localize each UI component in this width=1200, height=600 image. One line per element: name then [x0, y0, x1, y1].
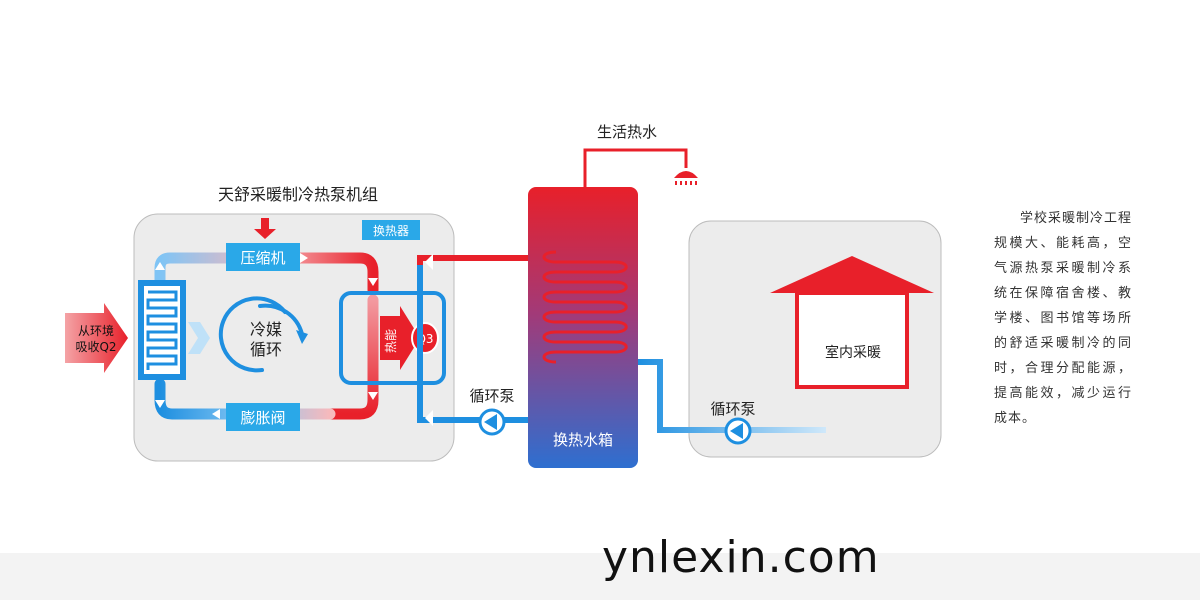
hot-water-label: 生活热水 — [597, 123, 657, 141]
exchanger-tag-box — [362, 220, 420, 240]
flow-arrow-icon — [425, 410, 433, 426]
expansion-valve-box — [226, 403, 300, 431]
flow-arrow-icon — [155, 400, 165, 408]
heat-input-arrow — [254, 218, 276, 239]
refrigerant-label-line2: 循环 — [250, 340, 282, 359]
tank-coil — [542, 250, 628, 364]
absorb-label-line2: 吸收Q2 — [75, 340, 116, 354]
indoor-label: 室内采暖 — [825, 344, 881, 361]
tank-label: 换热水箱 — [553, 431, 613, 449]
flow-arrow-icon — [155, 262, 165, 270]
pump-left-arrow-icon — [484, 414, 497, 430]
flow-arrow-icon — [300, 253, 308, 263]
pump-right-label: 循环泵 — [710, 400, 755, 418]
side-description: 学校采暖制冷工程规模大、能耗高，空气源热泵采暖制冷系统在保障宿舍楼、教学楼、图书… — [994, 211, 1133, 426]
heat-energy-arrow: 热能 — [380, 306, 420, 370]
flow-arrow-icon — [212, 409, 220, 419]
flow-arrow-icon — [425, 254, 433, 270]
heat-exchange-tank — [528, 187, 638, 468]
expansion-valve-label: 膨胀阀 — [240, 409, 285, 427]
compressor-box — [226, 243, 300, 271]
pump-left-label: 循环泵 — [469, 387, 514, 405]
unit-title: 天舒采暖制冷热泵机组 — [218, 185, 378, 204]
shower-icon — [674, 171, 698, 185]
absorb-arrow: 从环境 吸收Q2 — [65, 303, 128, 373]
footer-band — [0, 553, 1200, 600]
chevron-right-icon — [188, 322, 210, 354]
house-icon — [770, 256, 934, 389]
refrigerant-cycle-icon — [218, 296, 308, 373]
hot-water-outlet — [583, 148, 698, 188]
flow-arrow-icon — [368, 278, 378, 286]
pump-right-arrow-icon — [730, 423, 743, 439]
heat-exchanger — [339, 291, 446, 385]
evaporator-coil — [138, 280, 186, 380]
absorb-label-line1: 从环境 — [78, 323, 114, 338]
heat-energy-label: 热能 — [384, 329, 398, 353]
compressor-label: 压缩机 — [240, 249, 285, 267]
exchanger-tag-label: 换热器 — [373, 224, 409, 238]
refrigerant-label-line1: 冷媒 — [250, 320, 282, 339]
flow-arrow-icon — [368, 392, 378, 400]
watermark: ynlexin.com — [602, 532, 880, 583]
